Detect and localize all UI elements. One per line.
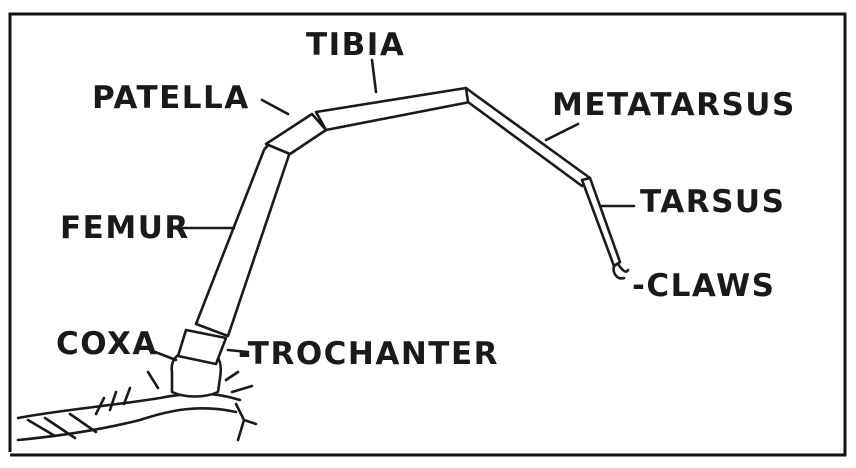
label-tarsus: TARSUS xyxy=(640,184,785,220)
label-femur: FEMUR xyxy=(60,210,190,246)
patella-leader xyxy=(260,98,290,116)
label-tibia: TIBIA xyxy=(306,27,405,63)
femur-segment xyxy=(194,140,292,338)
label-trochanter: -TROCHANTER xyxy=(238,336,499,372)
label-metatarsus: METATARSUS xyxy=(552,87,796,123)
trochanter-leader xyxy=(226,348,250,354)
label-claws: -CLAWS xyxy=(632,268,776,304)
tibia-leader xyxy=(370,58,378,94)
body-stub xyxy=(16,370,258,442)
diagram-frame xyxy=(8,12,847,457)
tibia-segment xyxy=(314,86,472,132)
claws-tip xyxy=(612,262,630,280)
metatarsus-leader xyxy=(544,122,580,142)
label-patella: PATELLA xyxy=(92,80,250,116)
patella-segment xyxy=(264,112,328,156)
label-coxa: COXA xyxy=(56,326,158,362)
trochanter-segment xyxy=(176,328,228,366)
coxa-leader xyxy=(148,348,178,362)
tarsus-segment xyxy=(580,176,622,268)
